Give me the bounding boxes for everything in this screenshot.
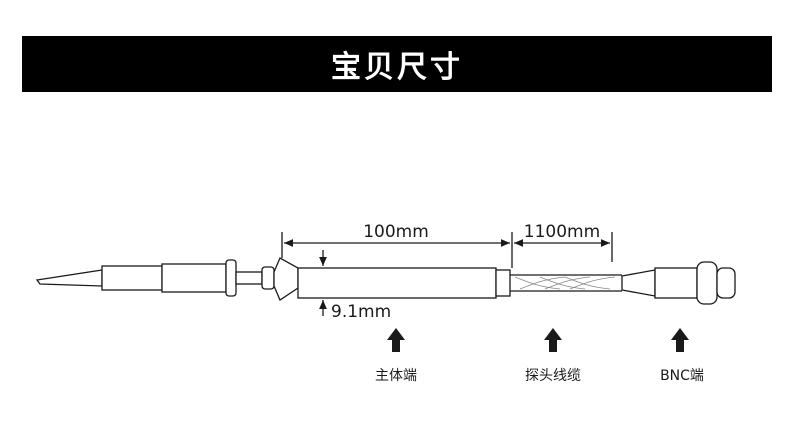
pointer-cable-arrow (544, 328, 562, 352)
label-cable-length: 1100mm (524, 222, 600, 242)
main-body (297, 267, 497, 299)
bnc-strain-relief (621, 269, 656, 297)
bnc-tip (716, 267, 736, 299)
page-title: 宝贝尺寸 (331, 50, 463, 85)
probe-tip (35, 269, 103, 287)
tip-sleeve (101, 265, 163, 291)
label-body-length: 100mm (363, 222, 429, 242)
caption-cable: 探头线缆 (525, 368, 581, 384)
caption-bnc: BNC端 (660, 368, 704, 384)
neck-collar (261, 266, 275, 290)
grip-section (161, 263, 227, 293)
body-flare (273, 257, 299, 301)
caption-body: 主体端 (375, 368, 417, 384)
probe-ring (225, 259, 237, 297)
body-end-cap (495, 269, 511, 297)
probe-neck (235, 271, 263, 285)
bnc-body (654, 267, 698, 299)
probe-cable (510, 274, 622, 292)
label-body-diameter: 9.1mm (331, 302, 391, 322)
bnc-nut (696, 261, 718, 305)
title-banner: 宝贝尺寸 (22, 36, 772, 92)
pointer-body-arrow (387, 328, 405, 352)
pointer-bnc-arrow (671, 328, 689, 352)
